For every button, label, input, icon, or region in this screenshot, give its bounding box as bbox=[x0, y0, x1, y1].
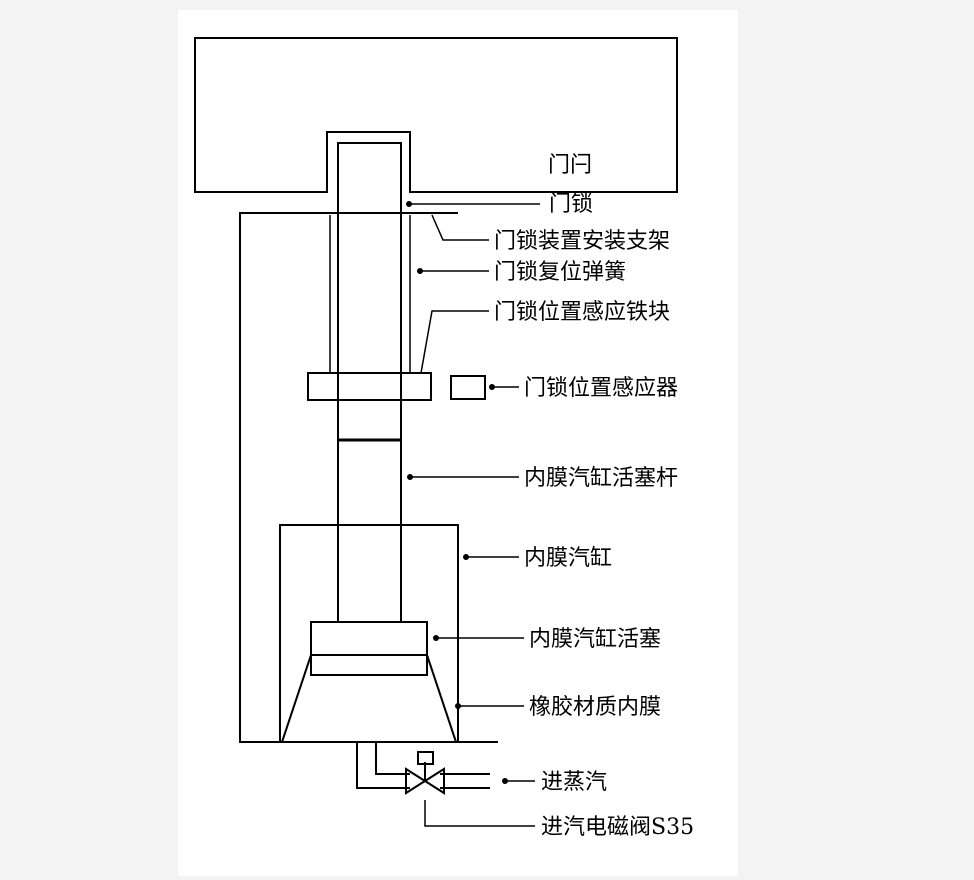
sensing-iron-block bbox=[307, 372, 432, 401]
label-door-lock: 门锁 bbox=[549, 192, 593, 217]
leader-dot-piston bbox=[433, 635, 439, 641]
valve-actuator bbox=[417, 751, 434, 765]
solenoid-valve-body bbox=[405, 767, 445, 795]
label-lock-bracket: 门锁装置安装支架 bbox=[494, 229, 670, 254]
label-door-bolt: 门闩 bbox=[548, 153, 592, 178]
label-steam-inlet: 进蒸汽 bbox=[541, 770, 607, 795]
label-return-spring: 门锁复位弹簧 bbox=[494, 260, 626, 285]
leader-sensing-iron bbox=[420, 310, 489, 374]
leader-dot-steam-inlet bbox=[502, 778, 508, 784]
leader-dot-piston-rod bbox=[407, 474, 413, 480]
mounting-bracket bbox=[239, 212, 498, 743]
leader-dot-return-spring bbox=[417, 268, 423, 274]
leader-solenoid-valve bbox=[424, 800, 535, 827]
lock-bar bbox=[337, 142, 402, 440]
steam-pipe-inner bbox=[375, 742, 410, 775]
position-sensor bbox=[450, 375, 486, 400]
steam-pipe-outer bbox=[356, 742, 410, 789]
leader-dot-position-sensor bbox=[489, 384, 495, 390]
leader-dot-rubber-membrane bbox=[455, 703, 461, 709]
cylinder-body bbox=[279, 524, 459, 742]
leader-lines bbox=[406, 201, 540, 827]
drawing-background bbox=[178, 10, 738, 876]
leader-dot-door-lock bbox=[406, 201, 412, 207]
piston bbox=[310, 621, 428, 676]
label-solenoid-valve: 进汽电磁阀S35 bbox=[541, 815, 694, 840]
label-cylinder: 内膜汽缸 bbox=[524, 546, 612, 571]
label-sensing-iron: 门锁位置感应铁块 bbox=[494, 300, 670, 325]
label-piston-rod: 内膜汽缸活塞杆 bbox=[524, 466, 678, 491]
membrane-left bbox=[281, 654, 312, 743]
door-bolt-block bbox=[194, 37, 678, 193]
membrane-right bbox=[426, 654, 457, 743]
leader-lock-bracket bbox=[431, 214, 489, 241]
label-position-sensor: 门锁位置感应器 bbox=[524, 376, 678, 401]
label-piston: 内膜汽缸活塞 bbox=[529, 627, 661, 652]
leader-dot-cylinder bbox=[463, 554, 469, 560]
label-rubber-membrane: 橡胶材质内膜 bbox=[529, 695, 661, 720]
